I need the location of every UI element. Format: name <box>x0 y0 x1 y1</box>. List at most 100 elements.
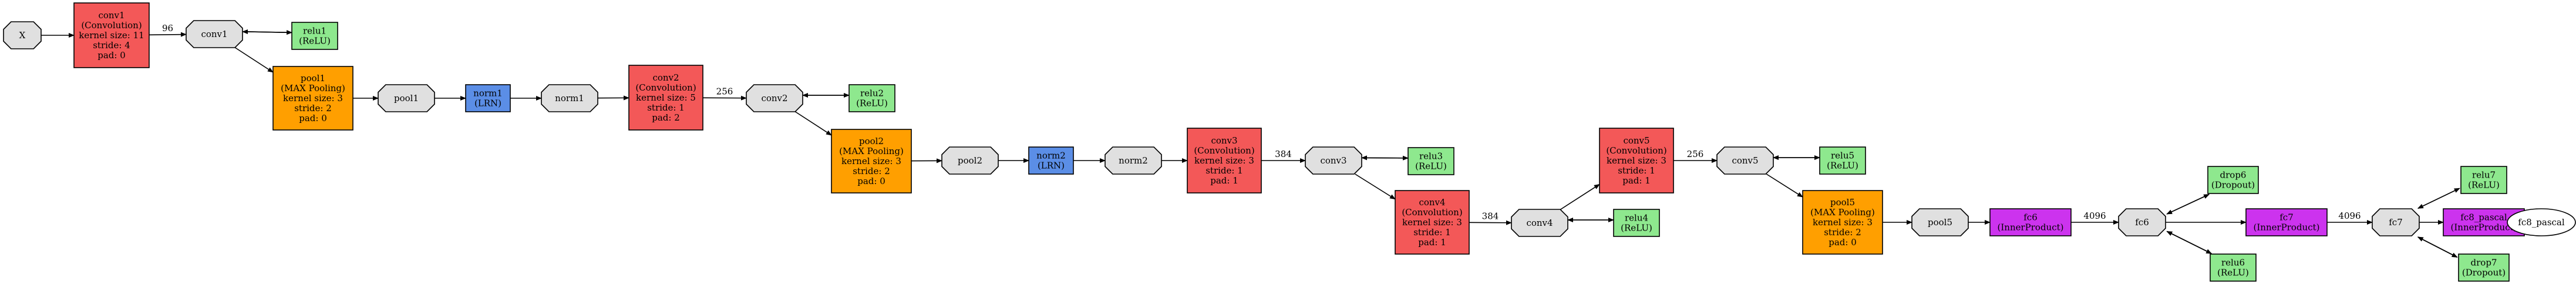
blob-shape <box>3 21 42 49</box>
node-label-line: conv2 <box>761 93 787 104</box>
node-conv2-layer: conv2(Convolution)kernel size: 5stride: … <box>628 65 703 131</box>
output-shape <box>2507 208 2576 236</box>
edge-label: 256 <box>1687 149 1704 159</box>
node-label-line: (Dropout) <box>2211 180 2255 191</box>
blob-shape <box>2372 208 2420 236</box>
blob-shape <box>941 146 999 175</box>
node-label-line: (MAX Pooling) <box>281 83 345 94</box>
node-label-line: kernel size: 3 <box>283 93 343 104</box>
node-relu6: relu6(ReLU) <box>2210 253 2257 282</box>
node-fc7-layer: fc7(InnerProduct) <box>2245 208 2328 236</box>
pool-shape <box>272 66 353 131</box>
node-label-line: (Convolution) <box>1194 145 1254 156</box>
node-label-line: (ReLU) <box>1621 223 1652 233</box>
node-label-line: relu4 <box>1625 213 1648 223</box>
node-label-line: pad: 0 <box>1829 237 1857 248</box>
relu-shape <box>1819 146 1866 175</box>
node-relu2: relu2(ReLU) <box>848 84 895 112</box>
node-label-line: (Convolution) <box>81 20 142 31</box>
edge-label: 384 <box>1482 211 1499 222</box>
edge-label: 256 <box>716 86 733 97</box>
relu-shape <box>1613 209 1660 237</box>
node-label-line: pad: 0 <box>299 113 327 124</box>
node-label-line: conv1 <box>201 29 227 39</box>
conv-shape <box>1599 128 1674 193</box>
node-label-line: (InnerProduct) <box>2254 222 2320 233</box>
node-label-line: (Convolution) <box>635 82 696 93</box>
node-label-line: drop7 <box>2471 258 2497 268</box>
lrn-shape <box>465 84 511 112</box>
relu-shape <box>2460 166 2507 194</box>
blob-shape <box>186 20 243 48</box>
node-pool5-blob: pool5 <box>1911 208 1969 236</box>
node-label-line: pad: 0 <box>97 50 126 61</box>
node-label-line: conv3 <box>1211 135 1237 146</box>
node-conv4-layer: conv4(Convolution)kernel size: 3stride: … <box>1395 190 1470 255</box>
node-label-line: stride: 1 <box>1413 227 1451 238</box>
node-label-line: fc7 <box>2389 217 2403 228</box>
node-label-line: (LRN) <box>474 98 501 109</box>
node-label-line: conv2 <box>652 72 679 83</box>
node-label-line: (InnerProduct) <box>1998 222 2064 233</box>
node-label-line: kernel size: 3 <box>1194 155 1254 166</box>
node-label-line: pad: 2 <box>652 112 680 123</box>
node-label-line: stride: 1 <box>1205 165 1243 176</box>
pool-shape <box>831 129 912 193</box>
edge-conv1-blob-to-pool1-layer <box>235 47 274 73</box>
node-label-line: relu1 <box>303 26 326 36</box>
node-label-line: relu2 <box>860 88 884 99</box>
node-label-line: fc6 <box>2135 217 2149 228</box>
node-norm1-blob: norm1 <box>541 84 598 112</box>
node-label-line: (Convolution) <box>1606 145 1666 156</box>
relu-shape <box>1407 147 1454 175</box>
node-label-line: pool2 <box>859 136 884 146</box>
edge-drop6-to-fc6-blob <box>2166 193 2210 215</box>
node-label-line: conv3 <box>1320 155 1346 166</box>
node-label-line: (Convolution) <box>1402 207 1462 218</box>
node-label-line: (MAX Pooling) <box>1810 207 1875 218</box>
edge-label: 384 <box>1275 149 1292 159</box>
node-label-line: (ReLU) <box>1827 161 1858 171</box>
node-label-line: relu6 <box>2221 258 2245 268</box>
node-conv3-layer: conv3(Convolution)kernel size: 3stride: … <box>1187 128 1262 193</box>
conv-shape <box>1187 128 1262 193</box>
node-label-line: fc8_pascal <box>2518 217 2565 228</box>
ip-shape <box>1989 208 2072 236</box>
node-label-line: (Dropout) <box>2462 268 2506 278</box>
node-label-line: conv4 <box>1419 197 1445 208</box>
node-label-line: pool1 <box>394 93 419 104</box>
conv-shape <box>1395 190 1470 255</box>
node-label-line: stride: 2 <box>294 103 332 114</box>
blob-shape <box>378 84 435 112</box>
node-label-line: (LRN) <box>1038 161 1065 171</box>
node-label-line: stride: 2 <box>853 166 890 176</box>
node-label-line: (MAX Pooling) <box>839 146 904 156</box>
node-fc6-layer: fc6(InnerProduct) <box>1989 208 2072 236</box>
node-label-line: kernel size: 3 <box>841 156 901 166</box>
pool-shape <box>1802 190 1883 255</box>
edge-relu7-to-fc7-blob <box>2417 188 2460 209</box>
node-label-line: pool5 <box>1830 197 1855 208</box>
node-label-line: (ReLU) <box>2468 180 2500 191</box>
lrn-shape <box>1028 146 1074 175</box>
node-label-line: conv1 <box>98 10 124 21</box>
node-label-line: conv5 <box>1623 135 1649 146</box>
node-conv5-blob: conv5 <box>1716 146 1774 175</box>
node-label-line: pool2 <box>958 155 982 166</box>
relu-shape <box>2458 253 2510 282</box>
node-fc7-blob: fc7 <box>2372 208 2420 236</box>
node-label-line: norm1 <box>555 93 584 104</box>
edge-label: 4096 <box>2083 211 2106 221</box>
edge-drop7-to-fc7-blob <box>2417 236 2458 258</box>
node-pool2-blob: pool2 <box>941 146 999 175</box>
node-label-line: drop6 <box>2220 170 2247 181</box>
relu-shape <box>2207 166 2259 194</box>
node-label-line: pool5 <box>1928 217 1952 228</box>
node-label-line: stride: 1 <box>647 102 685 113</box>
blob-shape <box>1716 146 1774 175</box>
blob-shape <box>1911 208 1969 236</box>
edge-conv2-blob-to-pool2-layer <box>795 111 832 136</box>
node-label-line: kernel size: 5 <box>636 92 696 103</box>
conv-shape <box>73 2 150 68</box>
node-label-line: norm1 <box>473 88 503 99</box>
